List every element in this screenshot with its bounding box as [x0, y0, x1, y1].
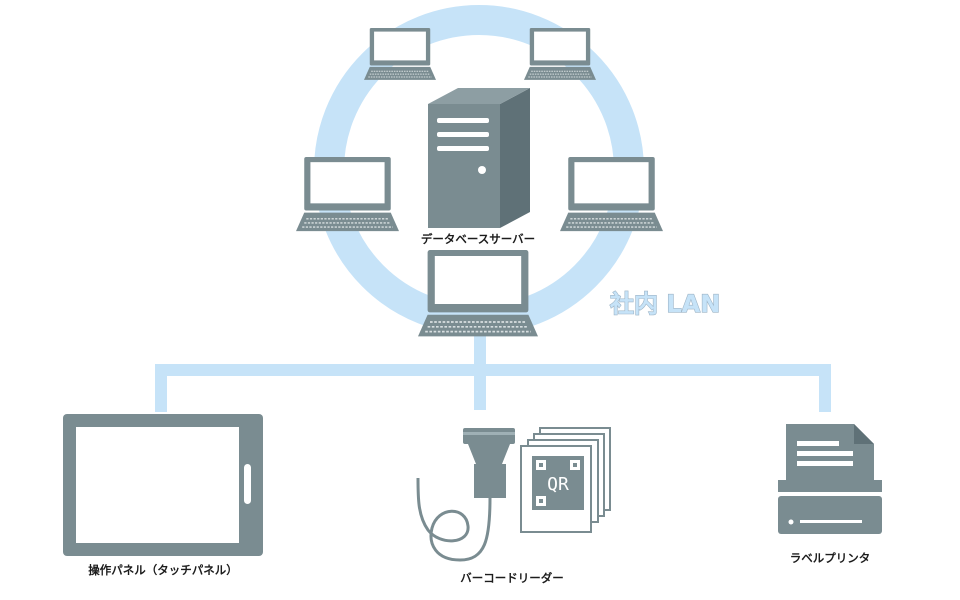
lan-bus-lines: [155, 322, 831, 412]
server-tower-icon: [428, 88, 530, 228]
label-printer-label: ラベルプリンタ: [790, 551, 871, 565]
laptop-icon: [523, 27, 597, 81]
laptop-icon: [295, 156, 400, 232]
lan-label: 社内 LAN: [610, 290, 720, 318]
tablet-icon: [63, 414, 263, 556]
qr-code-sheets-icon: QR: [520, 427, 611, 533]
laptop-icon: [417, 249, 539, 338]
printer-icon: [778, 424, 882, 534]
barcode-scanner-icon: [416, 428, 515, 562]
laptop-icon: [559, 156, 664, 232]
touch-panel-label: 操作パネル（タッチパネル）: [88, 563, 238, 577]
server-label: データベースサーバー: [421, 232, 535, 246]
barcode-reader-label: バーコードリーダー: [460, 571, 564, 585]
laptop-icon: [363, 27, 437, 81]
qr-tag-text: QR: [547, 474, 569, 495]
